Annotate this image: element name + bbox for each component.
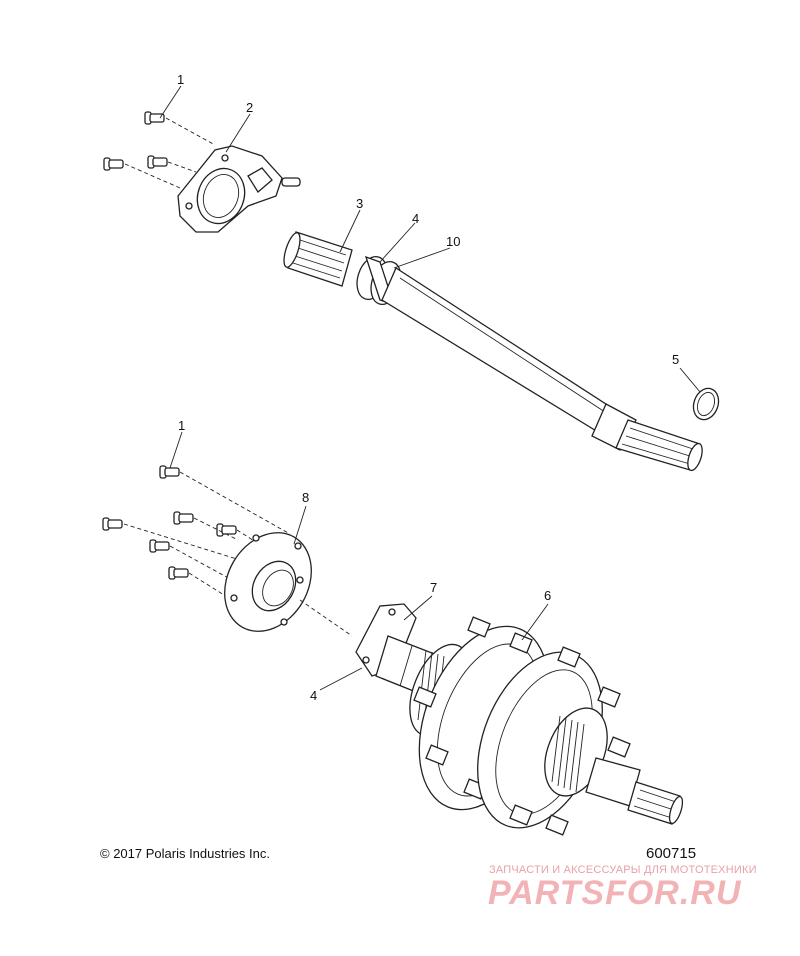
callout-3: 3	[356, 196, 363, 211]
callout-4-bottom: 4	[310, 688, 317, 703]
callout-10: 10	[446, 234, 460, 249]
bolt-mid-a	[159, 465, 180, 479]
callout-1-mid: 1	[178, 418, 185, 433]
bolt-top-b	[103, 157, 124, 171]
diagram-id: 600715	[646, 845, 697, 862]
watermark-brand: PARTSFOR.RU	[488, 874, 742, 912]
bolt-top-c	[147, 155, 168, 169]
drive-shaft	[283, 231, 703, 472]
copyright-notice: © 2017 Polaris Industries Inc.	[100, 846, 270, 861]
bolt-mid-b	[102, 517, 123, 531]
bolt-mid-e	[149, 539, 170, 553]
bearing-flange-plate	[224, 532, 312, 632]
callout-5: 5	[672, 352, 679, 367]
callout-6: 6	[544, 588, 551, 603]
callout-2: 2	[246, 100, 253, 115]
watermark-subtitle: ЗАПЧАСТИ И АКСЕССУАРЫ ДЛЯ МОТОТЕХНИКИ	[489, 864, 757, 876]
callout-8: 8	[302, 490, 309, 505]
bolt-top-a	[144, 111, 165, 125]
bearing-bracket-plate	[177, 145, 301, 233]
callout-7: 7	[430, 580, 437, 595]
bolt-mid-c	[173, 511, 194, 525]
bolt-mid-d	[216, 523, 237, 537]
callout-4-top: 4	[412, 211, 419, 226]
bolt-mid-f	[168, 566, 189, 580]
callout-1-top: 1	[177, 72, 184, 87]
o-ring	[692, 387, 720, 421]
clutch-gear-assembly	[355, 603, 684, 836]
